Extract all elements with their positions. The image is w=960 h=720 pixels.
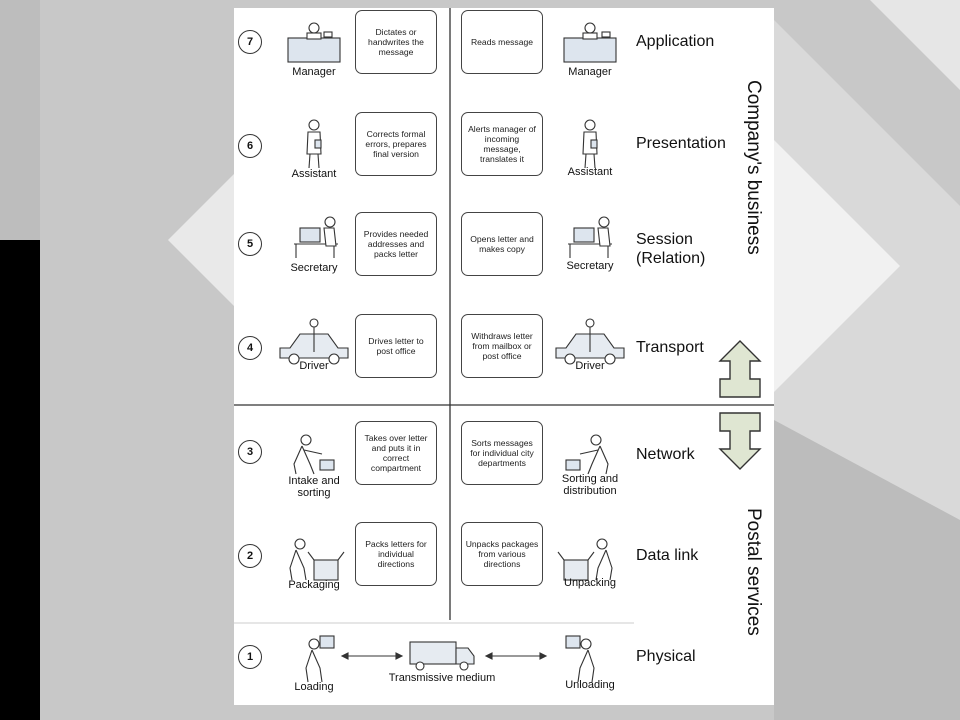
packaging-box-icon <box>289 538 345 581</box>
up-arrow-icon <box>718 340 762 398</box>
layer2-right-action: Unpacks packages from various directions <box>461 522 543 586</box>
layer-number-5: 5 <box>238 232 262 256</box>
layer-number-1: 1 <box>238 645 262 669</box>
layer-number-4: 4 <box>238 336 262 360</box>
manager-desk-icon-right <box>563 22 617 63</box>
manager-desk-icon <box>287 22 341 63</box>
layer7-right-role: Manager <box>568 66 612 78</box>
layer4-left-role: Driver <box>299 360 329 372</box>
layer2-name: Data link <box>636 547 699 564</box>
secretary-desk-icon <box>294 216 338 258</box>
layer5-right-action: Opens letter and makes copy <box>461 212 543 276</box>
layer5-name: Session (Relation) <box>636 231 706 267</box>
assistant-figure-icon-right <box>582 119 598 169</box>
layer3-left-action: Takes over letter and puts it in correct… <box>355 421 437 485</box>
layer4-right-role: Driver <box>575 360 605 372</box>
loading-figure-icon <box>305 635 335 683</box>
layer7-name: Application <box>636 33 715 50</box>
layer1-left-role: Loading <box>294 681 334 693</box>
layer7-right-action: Reads message <box>461 10 543 74</box>
driver-car-icon <box>279 318 349 365</box>
transmissive-medium-label: Transmissive medium <box>388 672 496 684</box>
diagram-lines-and-figures <box>234 8 774 683</box>
black-side-bar <box>0 240 40 720</box>
layer5-left-action: Provides needed addresses and packs lett… <box>355 212 437 276</box>
osi-diagram-panel: 7 Manager Dictates or handwrites the mes… <box>234 8 774 705</box>
layer2-left-action: Packs letters for individual directions <box>355 522 437 586</box>
sorting-distribution-icon <box>565 434 609 475</box>
layer6-left-role: Assistant <box>291 168 337 180</box>
layer7-left-role: Manager <box>292 66 336 78</box>
layer5-right-role: Secretary <box>566 260 614 272</box>
layer7-left-action: Dictates or handwrites the message <box>355 10 437 74</box>
layer4-left-action: Drives letter to post office <box>355 314 437 378</box>
layer4-name: Transport <box>636 339 704 356</box>
unloading-figure-icon <box>565 635 595 683</box>
double-arrow-left <box>340 652 404 660</box>
layer2-right-role: Unpacking <box>564 577 616 589</box>
layer3-right-action: Sorts messages for individual city depar… <box>461 421 543 485</box>
layer3-left-role: Intake and sorting <box>288 475 340 499</box>
layer1-right-role: Unloading <box>565 679 615 691</box>
layer5-left-role: Secretary <box>290 262 338 274</box>
layer-number-2: 2 <box>238 544 262 568</box>
layer6-right-action: Alerts manager of incoming message, tran… <box>461 112 543 176</box>
driver-car-icon-right <box>555 318 625 365</box>
layer3-name: Network <box>636 446 695 463</box>
secretary-desk-icon-right <box>568 216 612 258</box>
layer6-left-action: Corrects formal errors, prepares final v… <box>355 112 437 176</box>
layer4-right-action: Withdraws letter from mailbox or post of… <box>461 314 543 378</box>
layer6-name: Presentation <box>636 135 726 152</box>
group-label-postal-services: Postal services <box>743 508 764 636</box>
layer3-right-role: Sorting and distribution <box>561 473 619 497</box>
group-label-company-business: Company's business <box>743 80 764 255</box>
intake-sorting-icon <box>293 434 335 475</box>
layer-number-6: 6 <box>238 134 262 158</box>
assistant-figure-icon <box>306 119 322 169</box>
layer-number-7: 7 <box>238 30 262 54</box>
layer1-name: Physical <box>636 648 696 665</box>
unpacking-box-icon <box>557 538 613 581</box>
down-arrow-icon <box>718 412 762 470</box>
layer2-left-role: Packaging <box>288 579 340 591</box>
layer6-right-role: Assistant <box>567 166 613 178</box>
double-arrow-right <box>484 652 548 660</box>
layer-number-3: 3 <box>238 440 262 464</box>
truck-icon <box>409 641 475 671</box>
